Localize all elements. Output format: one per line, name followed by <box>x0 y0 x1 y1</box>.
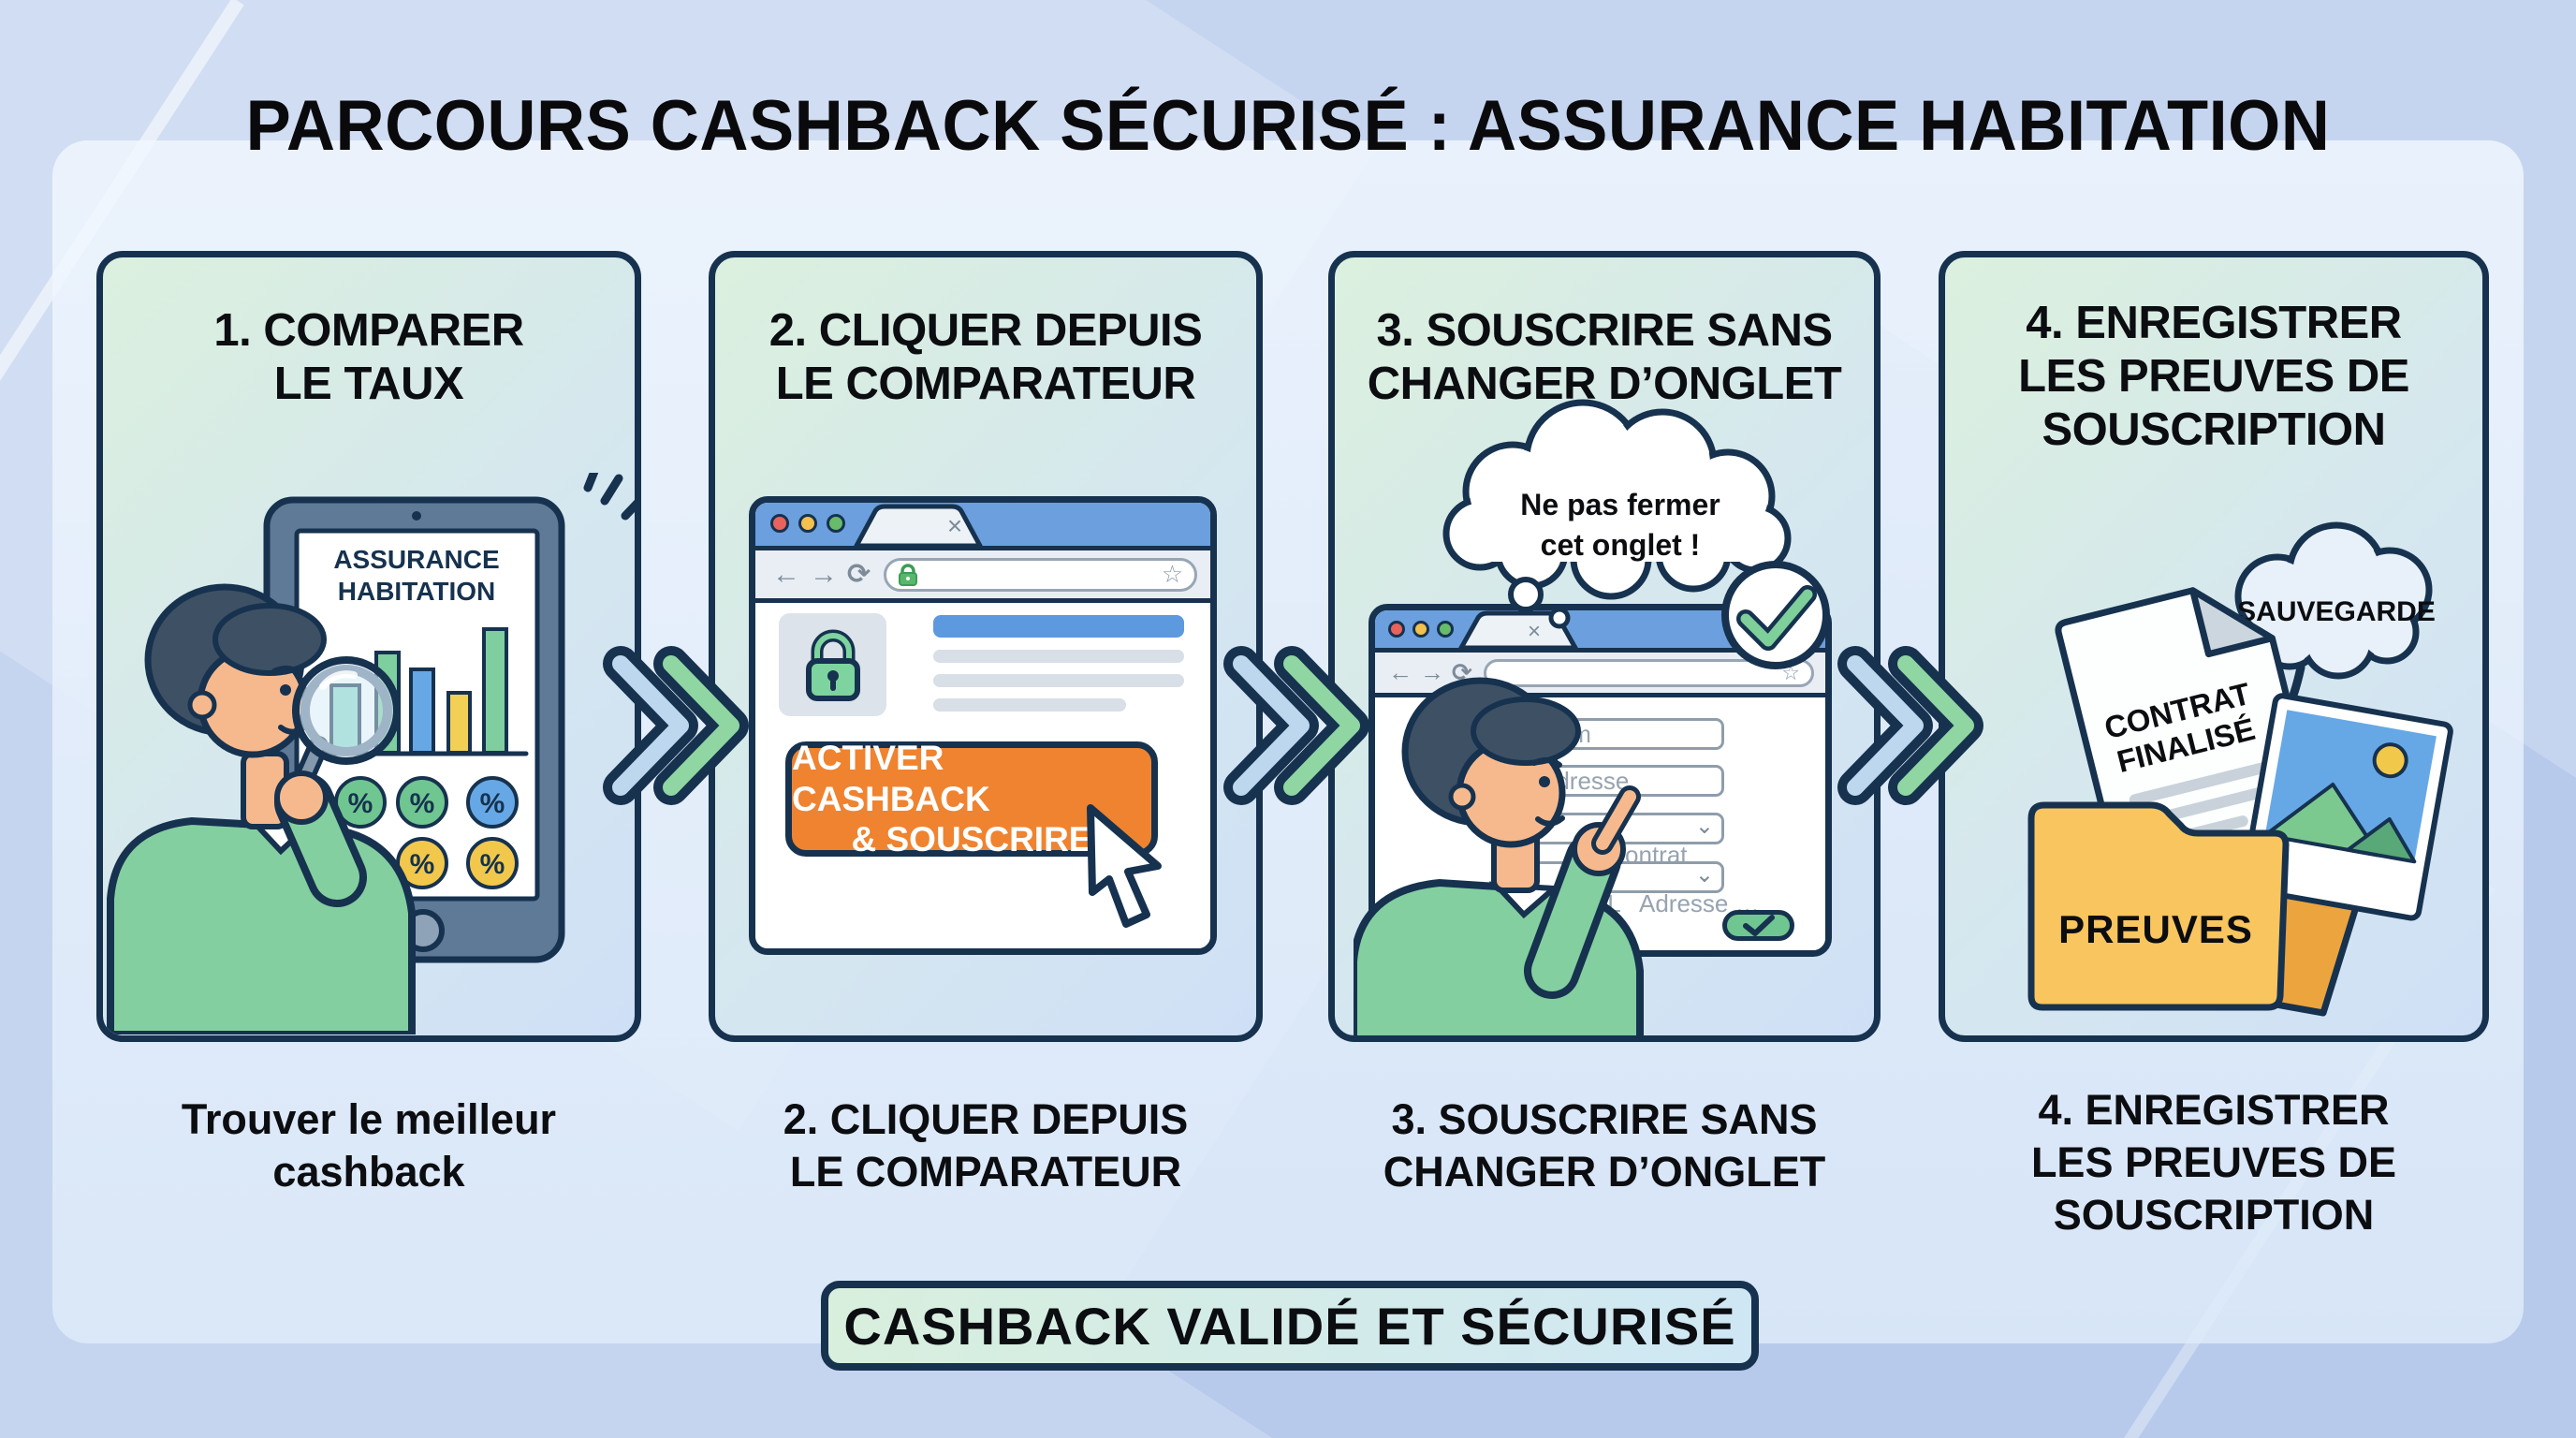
step1-illustration: ASSURANCE HABITATION % % % % % <box>107 473 635 1034</box>
cursor-icon <box>1087 804 1162 928</box>
caption-line: cashback <box>272 1147 465 1196</box>
tablet-camera-dot <box>412 511 421 521</box>
caption-line: 3. SOUSCRIRE SANS <box>1391 1095 1818 1143</box>
page-heading-placeholder <box>933 615 1184 638</box>
sun-icon <box>2372 742 2408 779</box>
step4-illustration: SAUVEGARDE CONTRAT FINALISÉ <box>2027 521 2453 1017</box>
lock-icon <box>806 629 860 701</box>
backup-cloud: SAUVEGARDE <box>2234 521 2436 680</box>
step1-caption: Trouver le meilleur cashback <box>96 1093 641 1198</box>
magnifier-icon <box>274 656 401 825</box>
text-line-placeholder <box>933 650 1184 663</box>
close-window-light[interactable] <box>770 514 789 533</box>
comparator-browser-window: × ← → ⟳ ☆ <box>749 496 1217 955</box>
chevron-down-icon: ⌄ <box>1694 814 1714 839</box>
caption-line: SOUSCRIPTION <box>2053 1190 2375 1239</box>
step1-panel: 1. COMPARER LE TAUX ASSURANCE HABITATION <box>96 251 641 1042</box>
percent-icon: % <box>410 788 435 819</box>
mountain-icon <box>2346 816 2417 864</box>
maximize-window-light[interactable] <box>1437 621 1454 638</box>
caption-line: Trouver le meilleur <box>181 1095 557 1143</box>
cta-label-line: ACTIVER CASHBACK <box>792 739 990 818</box>
maximize-window-light[interactable] <box>827 514 845 533</box>
thought-bubble: Ne pas fermer cet onglet ! <box>1442 399 1792 629</box>
minimize-window-light[interactable] <box>1412 621 1429 638</box>
browser-content: ACTIVER CASHBACK & SOUSCRIRE <box>755 603 1210 944</box>
step4-heading-line: SOUSCRIPTION <box>2042 404 2386 455</box>
text-line-placeholder <box>933 698 1126 712</box>
text-line-placeholder <box>933 674 1184 687</box>
person-filling-form <box>1354 677 1644 1035</box>
step4-heading-line: LES PREUVES DE <box>2018 350 2409 402</box>
step2-panel: 2. CLIQUER DEPUIS LE COMPARATEUR × ← → ⟳ <box>709 251 1263 1042</box>
percent-icon: % <box>348 788 373 819</box>
thought-trail-dot <box>1548 607 1571 629</box>
percent-icon: % <box>480 788 505 819</box>
close-window-light[interactable] <box>1388 621 1405 638</box>
footer-status-badge: CASHBACK VALIDÉ ET SÉCURISÉ <box>821 1281 1759 1371</box>
step3-heading: 3. SOUSCRIRE SANS CHANGER D’ONGLET <box>1335 304 1874 411</box>
tablet-screen-title: ASSURANCE <box>333 545 499 574</box>
activate-cashback-button[interactable]: ACTIVER CASHBACK & SOUSCRIRE <box>785 739 1158 859</box>
photo-proof <box>2240 693 2453 921</box>
close-icon: × <box>1528 619 1541 644</box>
step4-heading-line: 4. ENREGISTRER <box>2026 298 2402 348</box>
step4-heading: 4. ENREGISTRER LES PREUVES DE SOUSCRIPTI… <box>1945 297 2482 456</box>
tablet-screen-title: HABITATION <box>338 577 496 606</box>
step3-panel: 3. SOUSCRIRE SANS CHANGER D’ONGLET × ← →… <box>1328 251 1881 1042</box>
step3-heading-line: 3. SOUSCRIRE SANS <box>1376 305 1833 356</box>
url-bar[interactable]: ☆ <box>884 557 1197 592</box>
step4-panel: 4. ENREGISTRER LES PREUVES DE SOUSCRIPTI… <box>1939 251 2489 1042</box>
browser-titlebar: × <box>755 503 1210 550</box>
caption-line: 2. CLIQUER DEPUIS <box>783 1095 1189 1143</box>
close-icon: × <box>947 511 962 540</box>
step2-heading-line: 2. CLIQUER DEPUIS <box>768 305 1203 356</box>
refresh-icon[interactable]: ⟳ <box>847 559 871 590</box>
minimize-window-light[interactable] <box>798 514 817 533</box>
thought-text: cet onglet ! <box>1541 528 1701 562</box>
footer-status-text: CASHBACK VALIDÉ ET SÉCURISÉ <box>843 1296 1736 1356</box>
step4-caption: 4. ENREGISTRER LES PREUVES DE SOUSCRIPTI… <box>1939 1084 2489 1240</box>
percent-icon: % <box>410 849 435 880</box>
step3-caption: 3. SOUSCRIRE SANS CHANGER D’ONGLET <box>1328 1093 1881 1198</box>
cloud-label: SAUVEGARDE <box>2237 596 2436 627</box>
browser-toolbar: ← → ⟳ ☆ <box>755 550 1210 603</box>
caption-line: LE COMPARATEUR <box>789 1147 1182 1196</box>
step1-heading-line: 1. COMPARER <box>213 305 524 356</box>
validated-check-badge <box>1721 561 1830 669</box>
step-connector-arrow <box>603 646 749 805</box>
browser-tab[interactable]: × <box>853 503 984 546</box>
folder-label: PREUVES <box>2058 907 2253 951</box>
caption-line: CHANGER D’ONGLET <box>1383 1147 1826 1196</box>
step2-caption: 2. CLIQUER DEPUIS LE COMPARATEUR <box>709 1093 1263 1198</box>
thought-trail-dot <box>1508 577 1544 612</box>
step3-heading-line: CHANGER D’ONGLET <box>1367 358 1842 409</box>
step2-heading-line: LE COMPARATEUR <box>775 358 1196 409</box>
step-connector-arrow <box>1837 646 1983 805</box>
step1-heading: 1. COMPARER LE TAUX <box>103 304 635 411</box>
chevron-down-icon: ⌄ <box>1694 862 1714 888</box>
percent-icon: % <box>480 849 505 880</box>
secure-lock-icon <box>899 563 918 586</box>
mountain-icon <box>2262 782 2381 858</box>
caption-line: LES PREUVES DE <box>2030 1137 2397 1186</box>
bookmark-star-icon[interactable]: ☆ <box>1161 560 1183 588</box>
step-connector-arrow <box>1223 646 1369 805</box>
caption-line: 4. ENREGISTRER <box>2038 1086 2390 1134</box>
cta-label-line: & SOUSCRIRE <box>851 820 1092 859</box>
proof-folder: PREUVES <box>2027 801 2290 1011</box>
thought-text: Ne pas fermer <box>1520 488 1720 521</box>
back-icon[interactable]: ← <box>1388 658 1412 686</box>
submit-button[interactable] <box>1722 910 1794 941</box>
back-icon[interactable]: ← <box>772 558 800 590</box>
step2-heading: 2. CLIQUER DEPUIS LE COMPARATEUR <box>715 304 1256 411</box>
step1-heading-line: LE TAUX <box>273 358 464 409</box>
page-title: PARCOURS CASHBACK SÉCURISÉ : ASSURANCE H… <box>245 85 2331 166</box>
forward-icon[interactable]: → <box>810 558 838 590</box>
person-comparing <box>107 583 416 1034</box>
forward-icon[interactable]: → <box>1420 658 1444 686</box>
sparkle-icon <box>583 473 635 521</box>
check-icon <box>1743 915 1775 936</box>
